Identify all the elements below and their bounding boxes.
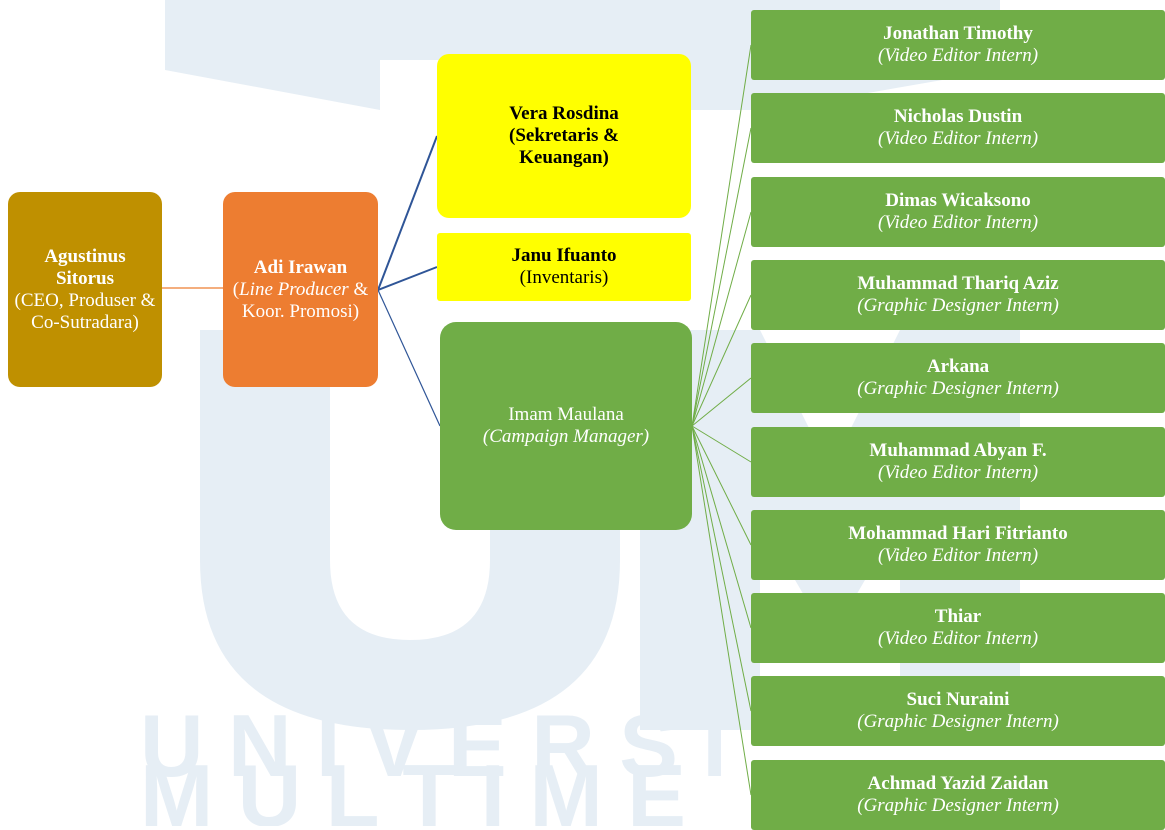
connector-campaign-to-intern — [691, 425, 752, 712]
intern-name: Jonathan Timothy — [883, 23, 1033, 44]
intern-role: (Graphic Designer Intern) — [857, 295, 1059, 316]
connector-campaign-to-intern — [691, 127, 752, 427]
connector-campaign-to-intern — [691, 425, 752, 463]
connector-campaign-to-intern — [691, 377, 752, 427]
connector-campaign-to-intern — [691, 425, 752, 629]
intern-name: Achmad Yazid Zaidan — [867, 773, 1049, 794]
connector-campaign-to-intern — [691, 425, 752, 796]
connector-lp-to-campaign — [377, 289, 441, 427]
intern-name: Nicholas Dustin — [893, 106, 1023, 127]
intern-role: (Graphic Designer Intern) — [857, 795, 1059, 816]
intern-box: Muhammad Abyan F.(Video Editor Intern) — [751, 427, 1165, 497]
inventory-role: (Inventaris) — [519, 267, 609, 288]
campaign-name: Imam Maulana — [508, 404, 624, 425]
node-ceo: Agustinus Sitorus (CEO, Produser & Co-Su… — [8, 192, 162, 387]
intern-box: Mohammad Hari Fitrianto(Video Editor Int… — [751, 510, 1165, 580]
intern-box: Arkana(Graphic Designer Intern) — [751, 343, 1165, 413]
campaign-role: (Campaign Manager) — [482, 426, 650, 447]
intern-box: Nicholas Dustin(Video Editor Intern) — [751, 93, 1165, 163]
intern-name: Suci Nuraini — [906, 689, 1010, 710]
intern-box: Dimas Wicaksono(Video Editor Intern) — [751, 177, 1165, 247]
node-inventory: Janu Ifuanto (Inventaris) — [437, 233, 691, 301]
connector-lp-to-secretary — [377, 135, 438, 291]
line-producer-role-italic: Line Producer — [239, 278, 349, 300]
ceo-name: Agustinus Sitorus — [44, 245, 126, 289]
intern-name: Thiar — [934, 606, 982, 627]
line-producer-role-rest: & Koor. Promosi) — [241, 278, 369, 322]
intern-role: (Graphic Designer Intern) — [857, 378, 1059, 399]
intern-role: (Video Editor Intern) — [877, 462, 1039, 483]
connector-campaign-to-intern — [691, 294, 752, 427]
intern-role: (Video Editor Intern) — [877, 212, 1039, 233]
intern-box: Achmad Yazid Zaidan(Graphic Designer Int… — [751, 760, 1165, 830]
intern-box: Muhammad Thariq Aziz(Graphic Designer In… — [751, 260, 1165, 330]
connector-campaign-to-intern — [691, 211, 752, 427]
inventory-name: Janu Ifuanto — [511, 245, 617, 266]
intern-box: Thiar(Video Editor Intern) — [751, 593, 1165, 663]
intern-role: (Video Editor Intern) — [877, 128, 1039, 149]
intern-name: Muhammad Abyan F. — [869, 440, 1047, 461]
connector-campaign-to-intern — [691, 44, 752, 427]
secretary-name: Vera Rosdina (Sekretaris & Keuangan) — [509, 103, 619, 168]
intern-name: Mohammad Hari Fitrianto — [848, 523, 1068, 544]
intern-role: (Video Editor Intern) — [877, 545, 1039, 566]
connector-campaign-to-intern — [691, 425, 752, 546]
intern-role: (Graphic Designer Intern) — [857, 711, 1059, 732]
node-line-producer: Adi Irawan (Line Producer & Koor. Promos… — [223, 192, 378, 387]
connector-campaign-to-interns — [691, 44, 752, 796]
line-producer-name: Adi Irawan — [253, 256, 348, 278]
intern-box: Jonathan Timothy(Video Editor Intern) — [751, 10, 1165, 80]
ceo-role: (CEO, Produser & Co-Sutradara) — [14, 289, 156, 333]
intern-name: Dimas Wicaksono — [885, 190, 1031, 211]
intern-role: (Video Editor Intern) — [877, 628, 1039, 649]
connector-lp-to-inventory — [377, 266, 438, 291]
node-secretary: Vera Rosdina (Sekretaris & Keuangan) — [437, 54, 691, 218]
watermark-text-row2: M U L T I M E — [140, 746, 686, 826]
watermark-text-row1: U N I V E R S I — [140, 696, 727, 795]
intern-role: (Video Editor Intern) — [877, 45, 1039, 66]
line-producer-role: (Line Producer & Koor. Promosi) — [229, 279, 372, 323]
intern-name: Muhammad Thariq Aziz — [857, 273, 1059, 294]
intern-name: Arkana — [926, 356, 990, 377]
intern-box: Suci Nuraini(Graphic Designer Intern) — [751, 676, 1165, 746]
node-campaign-manager: Imam Maulana (Campaign Manager) — [440, 322, 692, 530]
line-producer-role-open: ( — [232, 278, 240, 300]
